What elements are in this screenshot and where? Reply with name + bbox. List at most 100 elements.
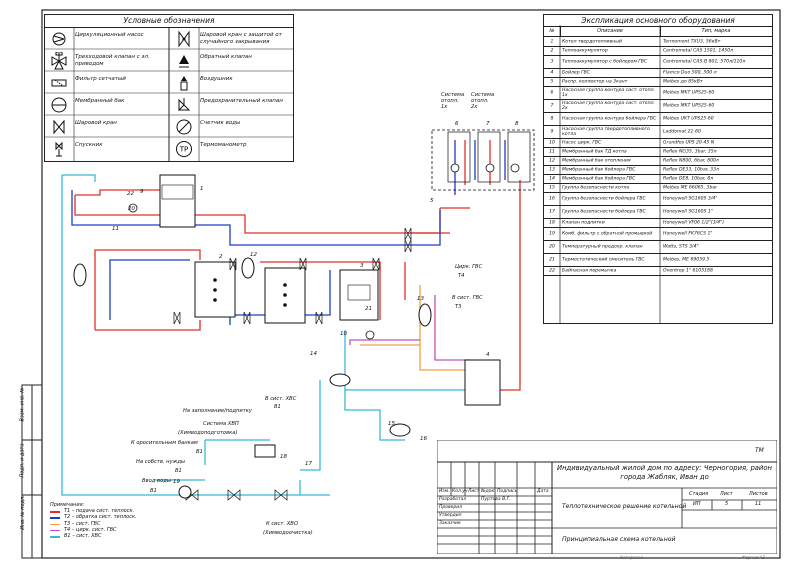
svg-text:14: 14 — [310, 351, 317, 357]
spec-row-desc: Теплоаккумулятор с бойлером ГВС — [562, 58, 648, 64]
spec-row-no: 15 — [549, 184, 555, 190]
spec-row-type: Reflex DE33, 10bar, 33л — [663, 166, 719, 172]
spec-col-no: № — [544, 26, 561, 37]
solid-fuel-boiler — [159, 174, 196, 228]
legend-label: Циркуляционный насос — [75, 32, 144, 38]
col-doc: №док. — [481, 489, 496, 494]
section-title: Теплотехническое решение котельной — [562, 503, 687, 510]
svg-text:6: 6 — [455, 121, 459, 127]
title-block: ТМ Индивидуальный жилой дом по адресу: Ч… — [437, 440, 777, 560]
legend-row: TP Термоманометр — [170, 138, 294, 160]
spec-row-desc: Насосная группа контура сист. отопл. 1х — [562, 87, 656, 98]
filter-icon — [51, 79, 67, 87]
pump-icon — [365, 330, 375, 340]
svg-text:10: 10 — [340, 331, 347, 337]
legend-row: Циркуляционный насос — [45, 28, 169, 50]
irrigation-code: В1 — [196, 449, 203, 455]
spec-row-type: Reflex NG35, 3bar, 35л — [663, 148, 717, 154]
col-count: Кол.уч — [452, 489, 468, 494]
spec-row-type: Honeywell VF06 1/2"(3/4") — [663, 219, 725, 225]
developer-name: Пуртова В.Г. — [481, 497, 511, 502]
col-sign: Подпись — [497, 489, 518, 494]
to-hvo-label: К сист. ХВО — [266, 521, 298, 527]
check-valve-icon — [179, 55, 189, 68]
svg-text:7: 7 — [486, 121, 490, 127]
circ-code: Т4 — [458, 273, 465, 279]
spec-row-type: Reflex N800, 6bar, 800л — [663, 157, 719, 163]
spec-row-desc: Мембранный бак бойлера ГВС — [562, 175, 636, 181]
ball-valve-locked-icon — [178, 30, 190, 48]
notes: Примечания: Т1 – подача сист. теплоск.Т2… — [50, 502, 137, 539]
dhw-boiler — [464, 359, 501, 406]
svg-text:2: 2 — [219, 254, 223, 260]
spec-row-desc: Насосная группа твердотопливного котла — [562, 126, 650, 137]
membrane-tank-boiler — [73, 263, 87, 287]
legend-label: Фильтр сетчатый — [75, 76, 126, 82]
irrigation-label: К оросительным банкам — [131, 440, 198, 446]
pump-icon — [485, 163, 495, 173]
thermomanometer-badge: TP — [179, 146, 189, 154]
spec-row-desc: Группа безопасности котла — [562, 184, 630, 190]
spec-row-desc: Котел твердотопливный — [562, 38, 622, 44]
bottom-right-label: Формат А3 — [742, 555, 765, 560]
spec-row-desc: Термостатический смеситель ГВС — [562, 256, 645, 262]
svg-text:19: 19 — [173, 479, 180, 485]
svg-text:22: 22 — [127, 191, 134, 197]
spec-row-no: 2 — [550, 47, 554, 53]
spec-row-no: 13 — [549, 166, 555, 172]
legend-label: Трехходовой клапан с эл. приводом — [75, 54, 150, 67]
legend-row: Предохранительный клапан — [170, 94, 294, 116]
spec-row-type: Reflex DE8, 10bar, 8л — [663, 175, 714, 181]
legend-label: Термоманометр — [200, 142, 247, 148]
spec-row-desc: Температурный предохр. клапан — [562, 243, 643, 249]
svg-text:3: 3 — [360, 263, 364, 269]
svg-text:1: 1 — [200, 186, 204, 192]
spec-row-desc: Насос цирк. ГВС — [562, 139, 602, 145]
sheet-value: 5 — [725, 501, 729, 507]
legend-label: Предохранительный клапан — [200, 98, 283, 104]
col-date: Дата — [537, 489, 549, 494]
legend-label: Спускник — [75, 142, 103, 148]
tm-code: ТМ — [755, 447, 764, 454]
spec-row-no: 19 — [549, 230, 555, 236]
drain-icon — [55, 141, 63, 157]
water-in-label: Ввод воды — [142, 478, 171, 484]
note-line: В1 – сист. ХВС — [50, 533, 137, 539]
pump-icon — [52, 32, 66, 46]
heat-accumulator-dhw — [339, 269, 379, 321]
spec-row-no: 16 — [549, 195, 555, 201]
equipment-spec-table: Экспликация основного оборудования № Опи… — [543, 14, 773, 324]
spec-row-desc: Группа безопасности бойлера ГВС — [562, 208, 646, 214]
membrane-tank-dhw-small — [329, 373, 351, 387]
approved-label: Утвердил — [439, 513, 462, 518]
notes-lines: Т1 – подача сист. теплоск.Т2 – обратка с… — [50, 508, 137, 539]
spec-row-desc: Байпасная перемычка — [562, 267, 617, 273]
air-vent-icon — [180, 76, 188, 91]
svg-text:17: 17 — [305, 461, 312, 467]
note-line: Т3 – сист. ГВС — [50, 521, 137, 527]
legend-row: Шаровой кран — [45, 116, 169, 138]
note-color-swatch — [50, 529, 60, 532]
cold-sys-label: Система ХВП — [203, 421, 239, 427]
water-meter-icon — [176, 119, 192, 135]
to-cold-label: В сист. ХВС — [265, 396, 297, 402]
stage-value: ИП — [693, 501, 701, 507]
svg-text:9: 9 — [140, 189, 144, 195]
to-cold-code: В1 — [274, 404, 281, 410]
note-color-swatch — [50, 511, 60, 513]
spec-col-type: Тип, марка — [660, 26, 772, 37]
notes-title: Примечания: — [50, 502, 85, 508]
svg-text:12: 12 — [250, 252, 257, 258]
